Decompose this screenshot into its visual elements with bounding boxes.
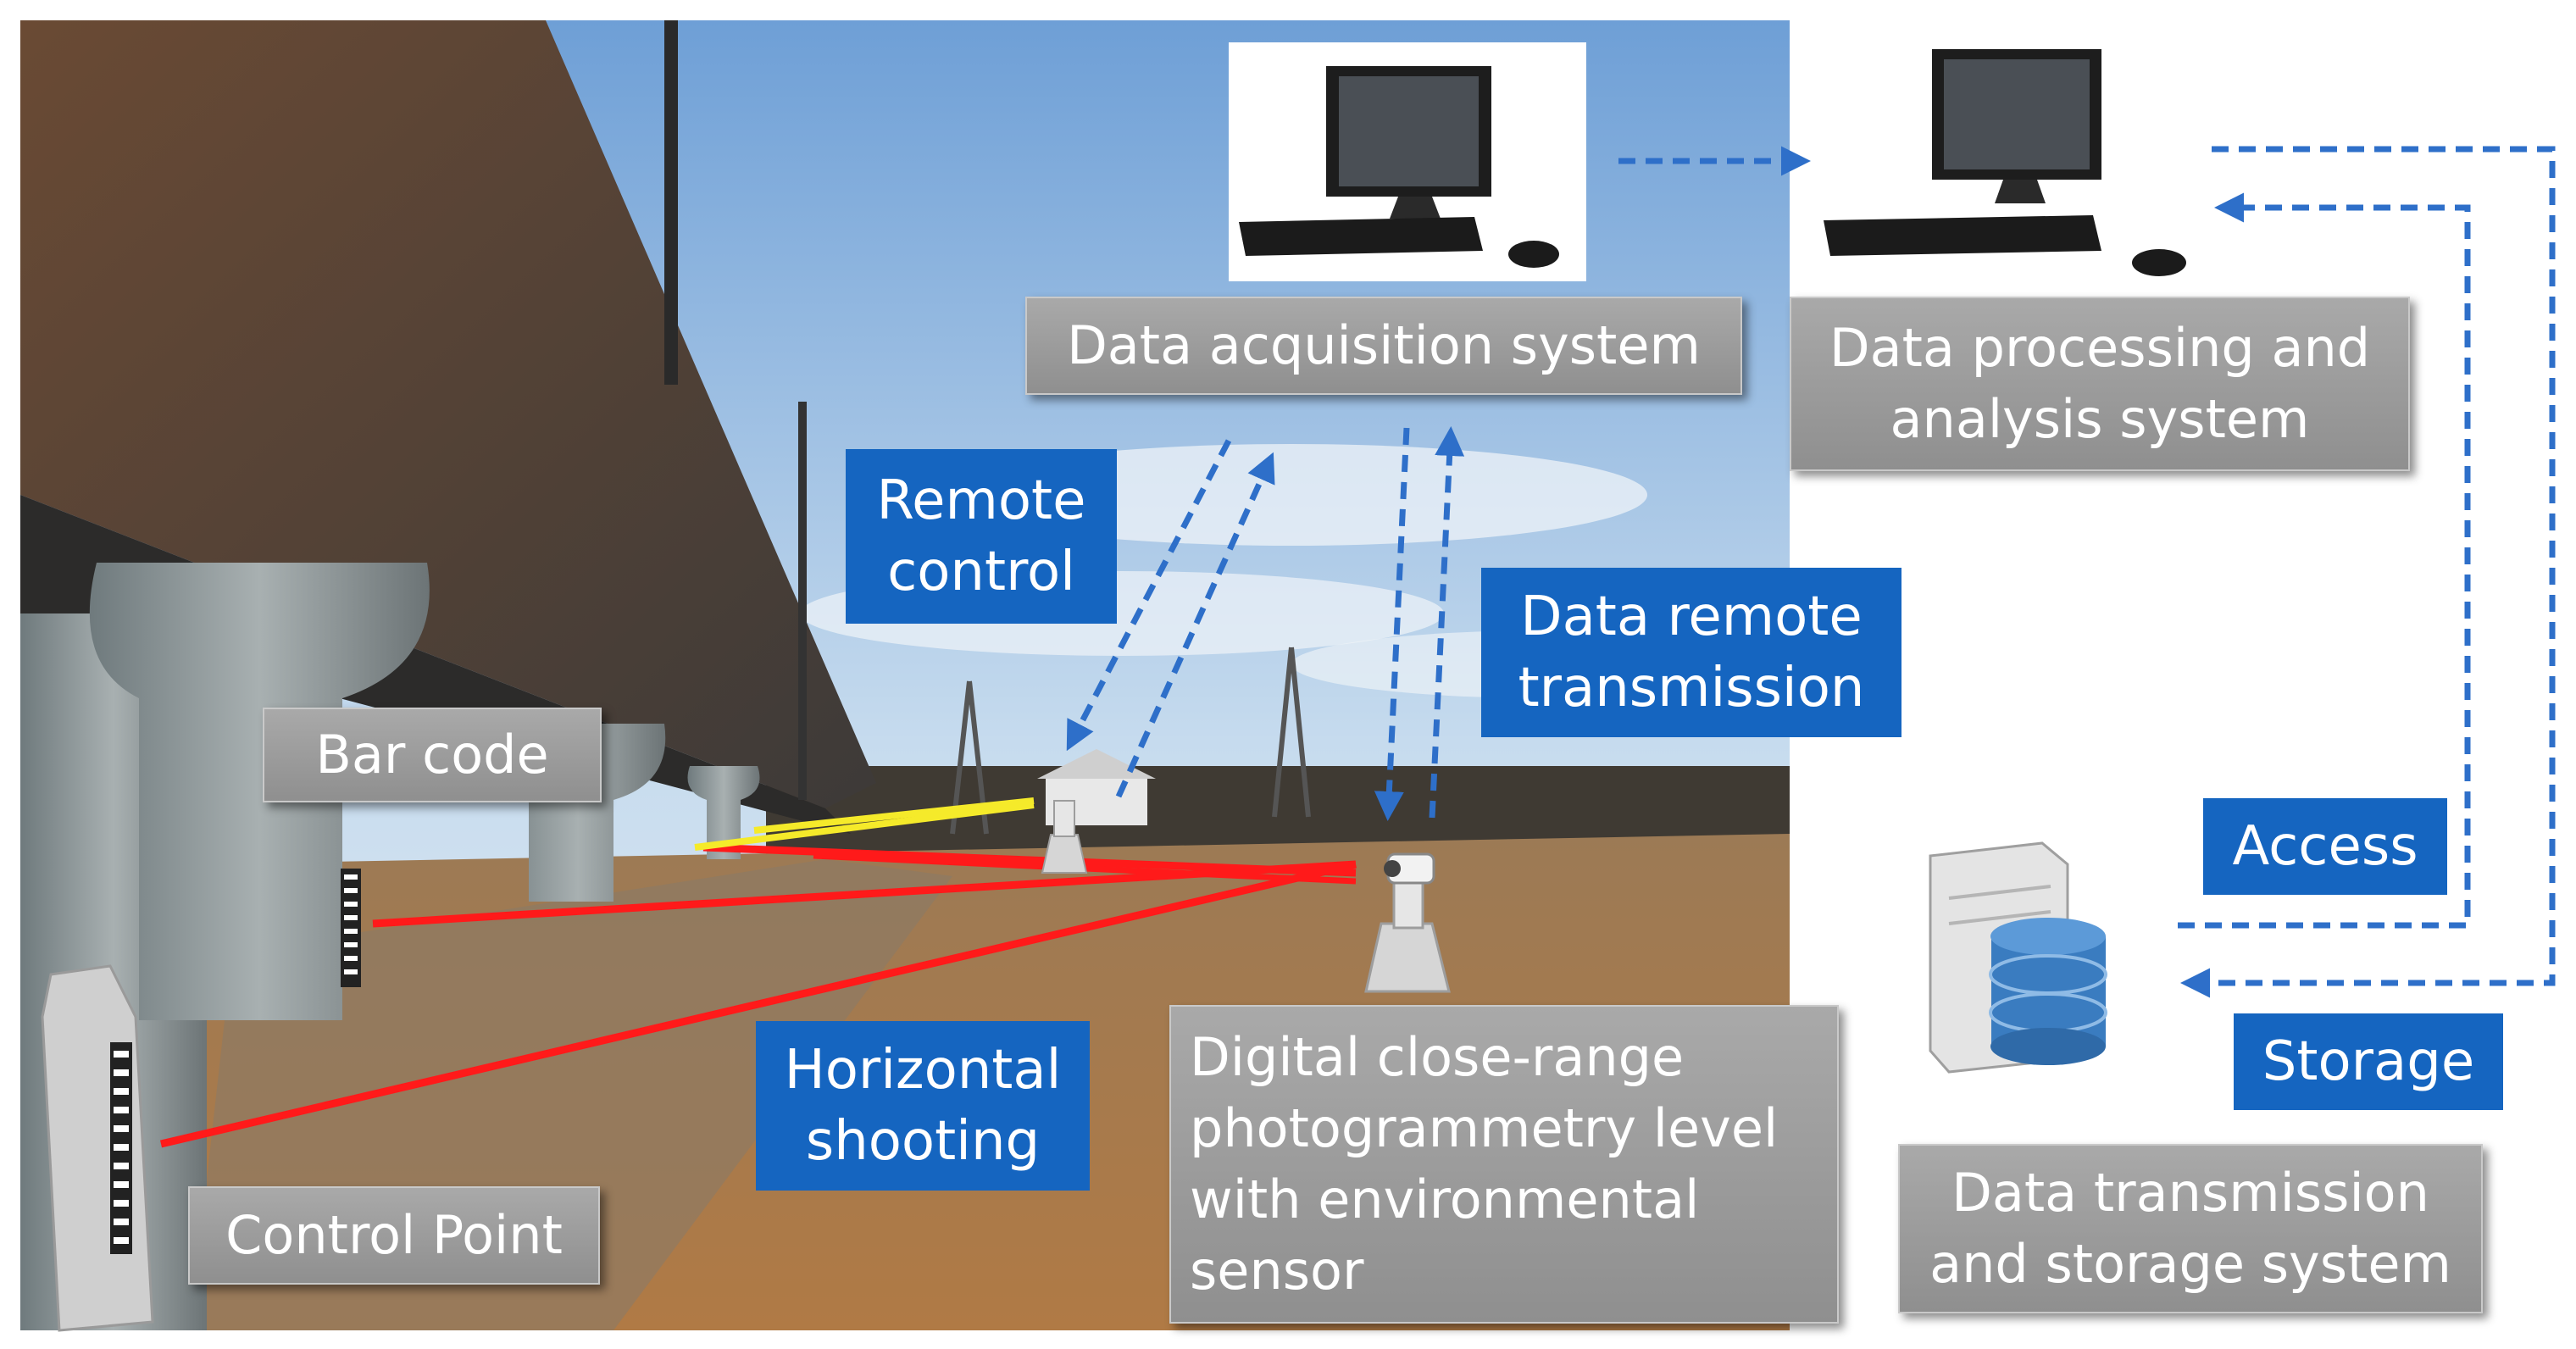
sight-lines: [159, 797, 1357, 1148]
digital-level-label: Digital close-range photogrammetry level…: [1169, 1005, 1839, 1324]
access-label: Access: [2203, 798, 2447, 895]
data-processing-label: Data processing and analysis system: [1790, 297, 2410, 471]
leveling-instrument-icon: [1364, 852, 1451, 993]
bar-code-label: Bar code: [263, 708, 602, 802]
data-acquisition-label: Data acquisition system: [1025, 297, 1742, 395]
remote-leveling-instrument-icon: [1041, 800, 1088, 874]
data-transmission-storage-label: Data transmission and storage system: [1898, 1144, 2483, 1313]
horizontal-shooting-label: Horizontal shooting: [756, 1021, 1090, 1191]
computer-icon: [1824, 49, 2186, 276]
remote-control-label: Remote control: [846, 449, 1117, 624]
database-server-icon: [1929, 841, 2107, 1074]
control-point-label: Control Point: [188, 1186, 600, 1285]
data-flow-arrows: [1066, 146, 2556, 998]
data-remote-transmission-label: Data remote transmission: [1481, 568, 1901, 737]
control-point-monument-icon: [41, 964, 154, 1332]
bar-code-staff-icon: [341, 869, 361, 987]
storage-label: Storage: [2234, 1013, 2503, 1110]
computer-icon: [1229, 42, 1586, 281]
